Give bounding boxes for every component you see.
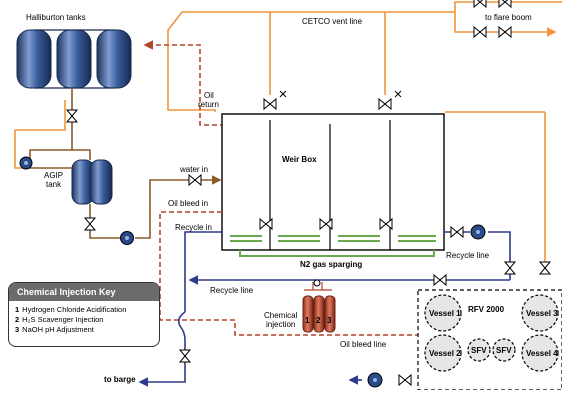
pump-icon xyxy=(367,372,383,388)
gate-valve-icon xyxy=(263,97,277,111)
key-item-num: 1 xyxy=(15,305,20,314)
gate-valve-icon xyxy=(319,217,333,231)
key-item-text: NaOH pH Adjustment xyxy=(22,325,94,334)
key-item-text: H₂S Scavenger Injection xyxy=(22,315,104,324)
oil-bleed-line xyxy=(159,211,420,336)
pump-icon xyxy=(470,224,486,240)
to-flare-boom-label: to flare boom xyxy=(485,13,532,22)
gate-valve-icon xyxy=(398,373,412,387)
cylinder-2-label: 2 xyxy=(316,316,321,325)
key-item-num: 2 xyxy=(15,315,20,324)
weir-baffles xyxy=(269,120,391,250)
agip-tank-label-2: tank xyxy=(46,180,62,189)
cylinder-3-label: 3 xyxy=(327,316,332,325)
vessel-1-label: Vessel 1 xyxy=(429,309,461,318)
agip-tanks xyxy=(71,159,113,205)
sfv-2-label: SFV xyxy=(496,346,512,355)
vessel-3-label: Vessel 3 xyxy=(526,309,558,318)
recycle-in-label: Recycle in xyxy=(175,223,212,232)
gate-valve-icon xyxy=(450,225,464,239)
n2-gas-sparging-label: N2 gas sparging xyxy=(300,260,362,269)
water-in-label: water in xyxy=(179,165,208,174)
cetco-vent-line-label: CETCO vent line xyxy=(302,17,363,26)
halliburton-tanks-label: Halliburton tanks xyxy=(26,13,86,22)
key-item-num: 3 xyxy=(15,325,20,334)
gate-valve-icon xyxy=(259,217,273,231)
weir-box xyxy=(221,113,445,251)
chemical-injection-cylinders xyxy=(302,279,336,333)
vent-valve-icon xyxy=(279,90,287,98)
vent-valve-icon xyxy=(394,90,402,98)
pump-icon xyxy=(120,231,134,245)
sfv-1-label: SFV xyxy=(471,346,487,355)
cetco-vent-line xyxy=(14,1,562,268)
oil-return-line xyxy=(143,40,225,126)
oil-return-label-1: Oil xyxy=(204,91,214,100)
agip-tank-label-1: AGIP xyxy=(44,171,63,180)
to-barge-label: to barge xyxy=(104,375,136,384)
water-pipes xyxy=(29,149,222,239)
vessel-2-label: Vessel 2 xyxy=(429,349,461,358)
weir-box-label: Weir Box xyxy=(282,155,317,164)
cylinder-1-label: 1 xyxy=(305,316,310,325)
gate-valve-icon xyxy=(498,0,512,9)
gate-valve-icon xyxy=(379,217,393,231)
gate-valve-icon xyxy=(498,25,512,39)
gate-valve-icon xyxy=(188,173,202,187)
gate-valve-icon xyxy=(538,261,552,275)
chemical-injection-label-1: Chemical xyxy=(264,311,298,320)
recycle-line-mid-label: Recycle line xyxy=(210,286,254,295)
chemical-injection-key-title: Chemical Injection Key xyxy=(9,283,159,301)
gate-valve-icon xyxy=(473,25,487,39)
n2-sparging-lines xyxy=(230,235,436,257)
vessel-4-label: Vessel 4 xyxy=(526,349,558,358)
rfv-2000-label: RFV 2000 xyxy=(468,305,505,314)
gate-valve-icon xyxy=(178,349,192,363)
gate-valve-icon xyxy=(83,217,97,231)
recycle-line-right-label: Recycle line xyxy=(446,251,490,260)
gate-valve-icon xyxy=(503,261,517,275)
oil-bleed-in-label: Oil bleed in xyxy=(168,199,208,208)
oil-return-label-2: return xyxy=(198,100,219,109)
gate-valve-icon xyxy=(378,97,392,111)
chemical-injection-label-2: injection xyxy=(266,320,295,329)
rfv-vessels xyxy=(424,294,559,372)
key-item-text: Hydrogen Chloride Acidification xyxy=(22,305,127,314)
halliburton-tanks xyxy=(16,29,132,89)
pump-icon xyxy=(19,156,33,170)
gate-valve-icon xyxy=(65,109,79,123)
gate-valve-icon xyxy=(433,273,447,287)
oil-bleed-line-label: Oil bleed line xyxy=(340,340,387,349)
gate-valve-icon xyxy=(473,0,487,9)
